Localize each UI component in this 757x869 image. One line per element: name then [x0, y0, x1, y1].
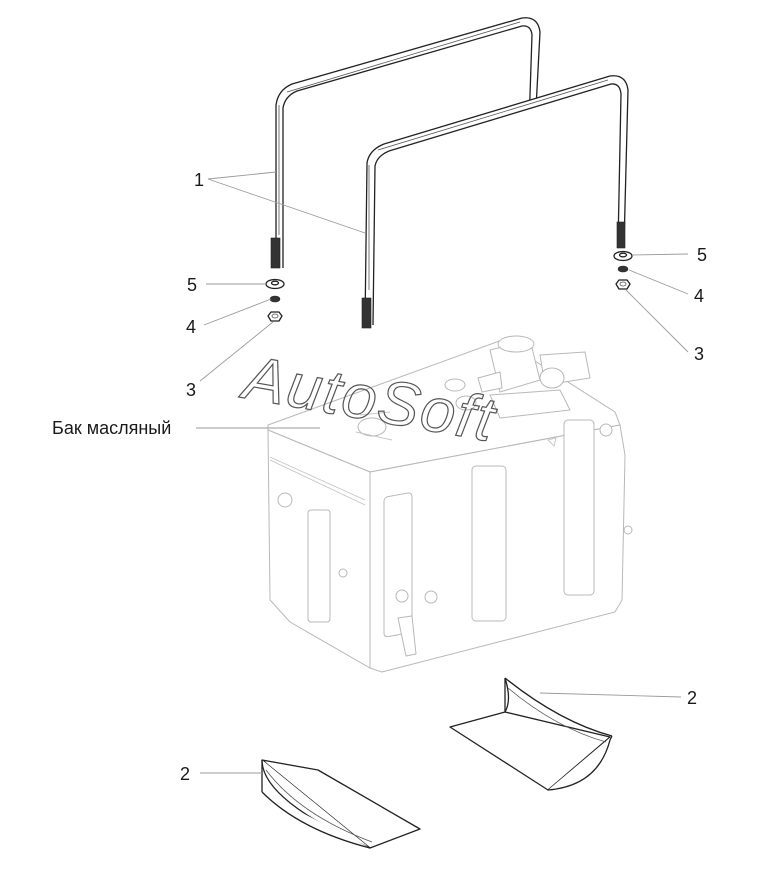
label-nut-left: 3	[186, 380, 196, 400]
rubber-pad-left	[261, 759, 421, 849]
leader-lines	[196, 171, 689, 774]
label-pad-left: 2	[180, 764, 190, 784]
mounting-strap-front	[361, 75, 629, 329]
label-nut-right: 3	[694, 344, 704, 364]
lock-washer-right	[617, 265, 629, 273]
oil-tank	[267, 335, 633, 673]
label-pad-right: 2	[687, 688, 697, 708]
washer-left	[265, 278, 285, 290]
label-strap: 1	[194, 170, 204, 190]
label-lock-washer-left: 4	[186, 317, 196, 337]
label-tank: Бак масляный	[52, 418, 171, 438]
lock-washer-left	[269, 295, 281, 303]
nut-left	[267, 311, 283, 322]
nut-right	[615, 279, 631, 290]
label-washer-left: 5	[187, 275, 197, 295]
label-lock-washer-right: 4	[694, 286, 704, 306]
label-washer-right: 5	[697, 245, 707, 265]
rubber-pad-right	[449, 677, 613, 791]
washer-right	[613, 250, 633, 262]
